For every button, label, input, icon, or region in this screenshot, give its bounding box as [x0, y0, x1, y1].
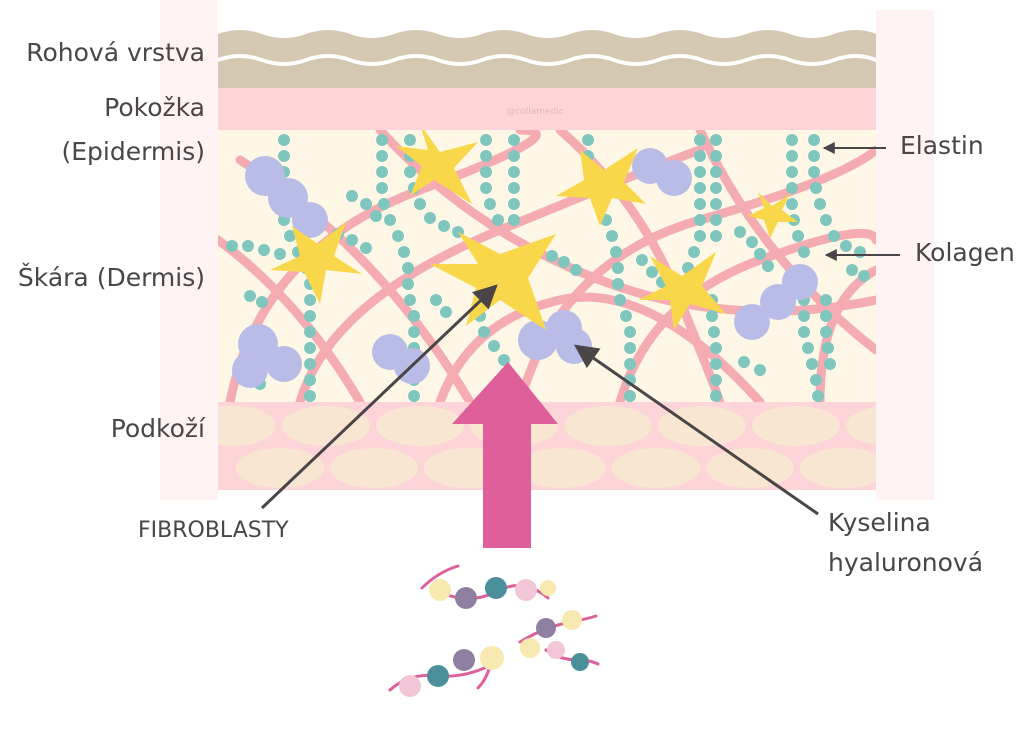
- pointer-arrow-icon: [260, 142, 900, 516]
- peptide-chain-icon: [388, 564, 600, 697]
- epidermis-layer: @collamedic: [218, 88, 876, 130]
- label-hyaluronic-line2: hyaluronová: [828, 548, 983, 577]
- label-epidermis: Pokožka: [104, 93, 205, 122]
- label-stratum-corneum: Rohová vrstva: [26, 38, 205, 67]
- hyaluronic-cluster-icon: [232, 148, 818, 388]
- label-hypodermis: Podkoží: [111, 414, 206, 443]
- label-epidermis-latin: (Epidermis): [61, 137, 205, 166]
- up-arrow-icon: [452, 362, 558, 548]
- hypodermis-layer: [218, 402, 876, 490]
- left-frame-panel: [160, 0, 218, 500]
- label-collagen: Kolagen: [915, 238, 1015, 267]
- label-elastin: Elastin: [900, 131, 984, 160]
- dermis-layer: [218, 130, 876, 402]
- stratum-corneum-layer: [218, 26, 876, 88]
- watermark: @collamedic: [506, 107, 563, 117]
- fibroblast-star-icon: [270, 130, 798, 330]
- label-hyaluronic-line1: Kyselina: [828, 508, 931, 537]
- label-dermis: Škára (Dermis): [18, 262, 205, 292]
- label-fibroblasts: FIBROBLASTY: [138, 518, 289, 543]
- elastin-fibers: [226, 134, 870, 402]
